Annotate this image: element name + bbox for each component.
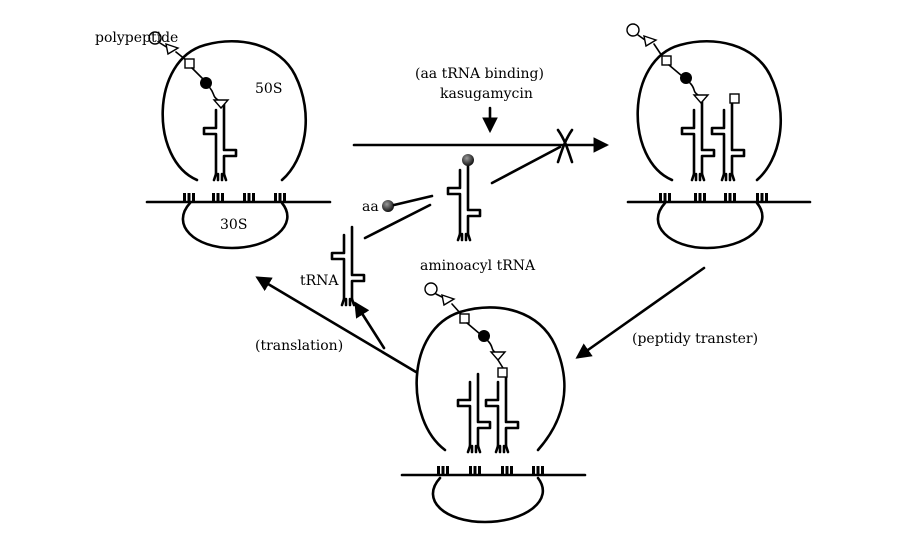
ribosome-3 (400, 282, 587, 524)
polypeptide-label: polypeptide (95, 30, 178, 46)
ribosome-1-codon-3 (243, 193, 255, 202)
peptidy-transter-label: (peptidy transter) (632, 331, 758, 347)
ribosome-2-codon-2 (694, 193, 706, 202)
ribosome-3-trna-a-site (484, 372, 520, 454)
translation-arrow (255, 276, 418, 374)
kasugamycin-label: kasugamycin (440, 86, 533, 102)
aminoacyl-trna-label: aminoacyl tRNA (420, 258, 536, 274)
ribosome-3-codon-1 (437, 466, 449, 475)
trna-label: tRNA (300, 273, 339, 289)
ribosome-3-trna-p-site (456, 372, 492, 454)
ribosome-1-trna (202, 100, 238, 182)
subunit-30s-label: 30S (220, 217, 247, 233)
ribosome-1-codon-1 (183, 193, 195, 202)
ribosome-3-small-subunit (431, 476, 545, 524)
ribosome-1-codon-4 (274, 193, 286, 202)
free-trna (330, 225, 366, 307)
aminoacyl-trna (446, 160, 482, 242)
aminoacyl-feed-line (490, 145, 562, 185)
ribosome-2-large-subunit (636, 39, 782, 182)
ribosome-2-small-subunit (656, 201, 764, 250)
aa-trna-binding-step: (aa tRNA binding) kasugamycin (352, 66, 610, 185)
ribosome-3-codon-4 (532, 466, 544, 475)
ribosome-2 (626, 23, 812, 250)
peptidyl-transfer-step: (peptidy transter) (575, 266, 758, 359)
ribosome-2-codon-4 (756, 193, 768, 202)
free-aa-trna-group: aa tRNA (300, 194, 434, 307)
peptidyl-transfer-arrow (575, 266, 706, 359)
aa-trna-binding-label: (aa tRNA binding) (415, 66, 544, 82)
ribosome-3-large-subunit (415, 306, 566, 452)
aa-link-line (392, 194, 434, 207)
ribosome-2-codon-3 (724, 193, 736, 202)
ribosome-3-polypeptide-chain (424, 282, 508, 378)
ribosome-2-trna-a-site (710, 100, 746, 182)
x-mark-icon (556, 128, 574, 164)
ribosome-1: polypeptide 50S 30S (95, 30, 332, 250)
ribosome-1-polypeptide-chain (148, 31, 230, 110)
ribosome-3-codon-2 (469, 466, 481, 475)
ribosome-1-large-subunit (161, 39, 307, 182)
aminoacyl-trna-group: aminoacyl tRNA (420, 154, 536, 274)
aminoacyl-trna-aa-sphere (462, 154, 474, 166)
trna-release-arrow (354, 301, 386, 350)
ribosome-2-codon-1 (659, 193, 671, 202)
ribosome-2-polypeptide-chain (626, 23, 740, 105)
ribosome-1-small-subunit (181, 201, 289, 250)
translation-step: (translation) (255, 276, 418, 374)
ribosome-2-trna-p-site (680, 100, 716, 182)
ribosome-3-codon-3 (501, 466, 513, 475)
aa-trna-join-line (363, 203, 432, 240)
subunit-50s-label: 50S (255, 81, 282, 97)
aa-label: aa (362, 199, 379, 215)
aa-sphere (382, 200, 394, 212)
translation-label: (translation) (255, 338, 343, 354)
ribosome-1-codon-2 (212, 193, 224, 202)
